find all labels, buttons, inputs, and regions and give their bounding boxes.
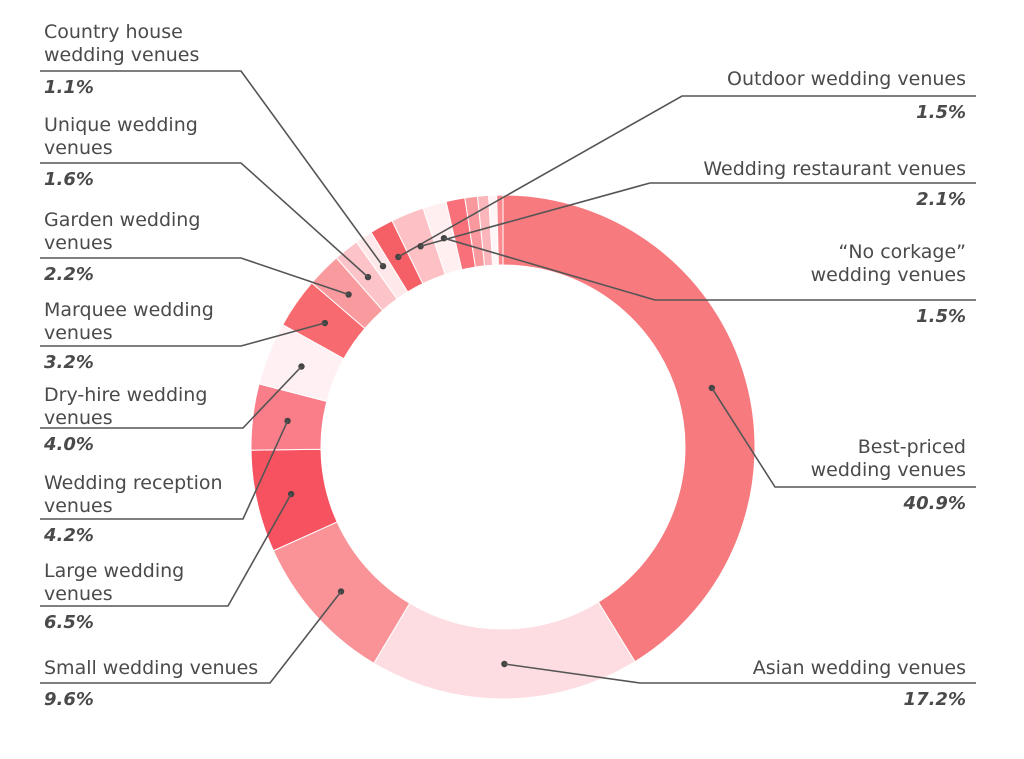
leader-line-7 [40, 257, 349, 296]
leader-line-1 [504, 663, 976, 684]
leader-line-2 [40, 590, 342, 684]
label-value-1: 17.2% [904, 689, 966, 710]
label-value-10: 1.5% [916, 102, 966, 123]
leader-line-5 [40, 365, 303, 429]
leader-line-9 [40, 70, 384, 267]
label-name-10-0: Outdoor wedding venues [727, 68, 966, 90]
label-name-5-0: Dry-hire wedding [44, 384, 207, 406]
leader-lines [40, 70, 976, 684]
label-value-12: 1.5% [916, 306, 966, 327]
label-value-4: 4.2% [43, 525, 94, 546]
label-name-8-1: venues [44, 137, 113, 159]
label-value-9: 1.1% [44, 77, 94, 98]
leader-line-0 [711, 387, 976, 488]
label-name-0-0: Best-priced [858, 436, 966, 458]
label-value-8: 1.6% [44, 169, 94, 190]
label-value-11: 2.1% [916, 189, 966, 210]
label-name-6-0: Marquee wedding [44, 299, 214, 321]
label-name-3-0: Large wedding [44, 560, 184, 582]
label-name-7-1: venues [44, 232, 113, 254]
leader-line-8 [40, 162, 369, 278]
label-name-6-1: venues [44, 322, 113, 344]
leader-line-12 [443, 237, 976, 301]
label-value-3: 6.5% [44, 612, 94, 633]
leader-dot-10 [395, 253, 402, 261]
label-name-4-0: Wedding reception [44, 472, 223, 494]
label-name-4-1: venues [44, 495, 113, 517]
donut-slices [250, 194, 756, 700]
leader-line-11 [420, 182, 976, 248]
label-name-9-0: Country house [44, 21, 183, 43]
label-name-11-0: Wedding restaurant venues [703, 158, 966, 180]
leader-line-10 [397, 95, 976, 258]
label-name-0-1: wedding venues [811, 459, 966, 481]
slice-1 [373, 601, 636, 700]
label-name-5-1: venues [44, 407, 113, 429]
leader-line-6 [40, 322, 326, 347]
label-name-2-0: Small wedding venues [44, 657, 258, 679]
label-name-8-0: Unique wedding [44, 114, 198, 136]
label-name-1-0: Asian wedding venues [753, 657, 966, 679]
label-name-12-0: “No corkage” [838, 241, 966, 263]
leader-line-3 [40, 493, 292, 607]
label-name-12-1: wedding venues [811, 264, 966, 286]
label-value-0: 40.9% [903, 493, 966, 514]
label-value-5: 4.0% [43, 434, 94, 455]
leader-line-4 [40, 420, 289, 520]
label-value-7: 2.2% [44, 264, 94, 285]
slice-0 [502, 194, 756, 663]
label-name-3-1: venues [44, 583, 113, 605]
label-name-9-1: wedding venues [44, 44, 199, 66]
label-name-7-0: Garden wedding [44, 209, 200, 231]
label-value-2: 9.6% [44, 689, 94, 710]
slice-17 [496, 194, 504, 266]
label-value-6: 3.2% [44, 352, 94, 373]
